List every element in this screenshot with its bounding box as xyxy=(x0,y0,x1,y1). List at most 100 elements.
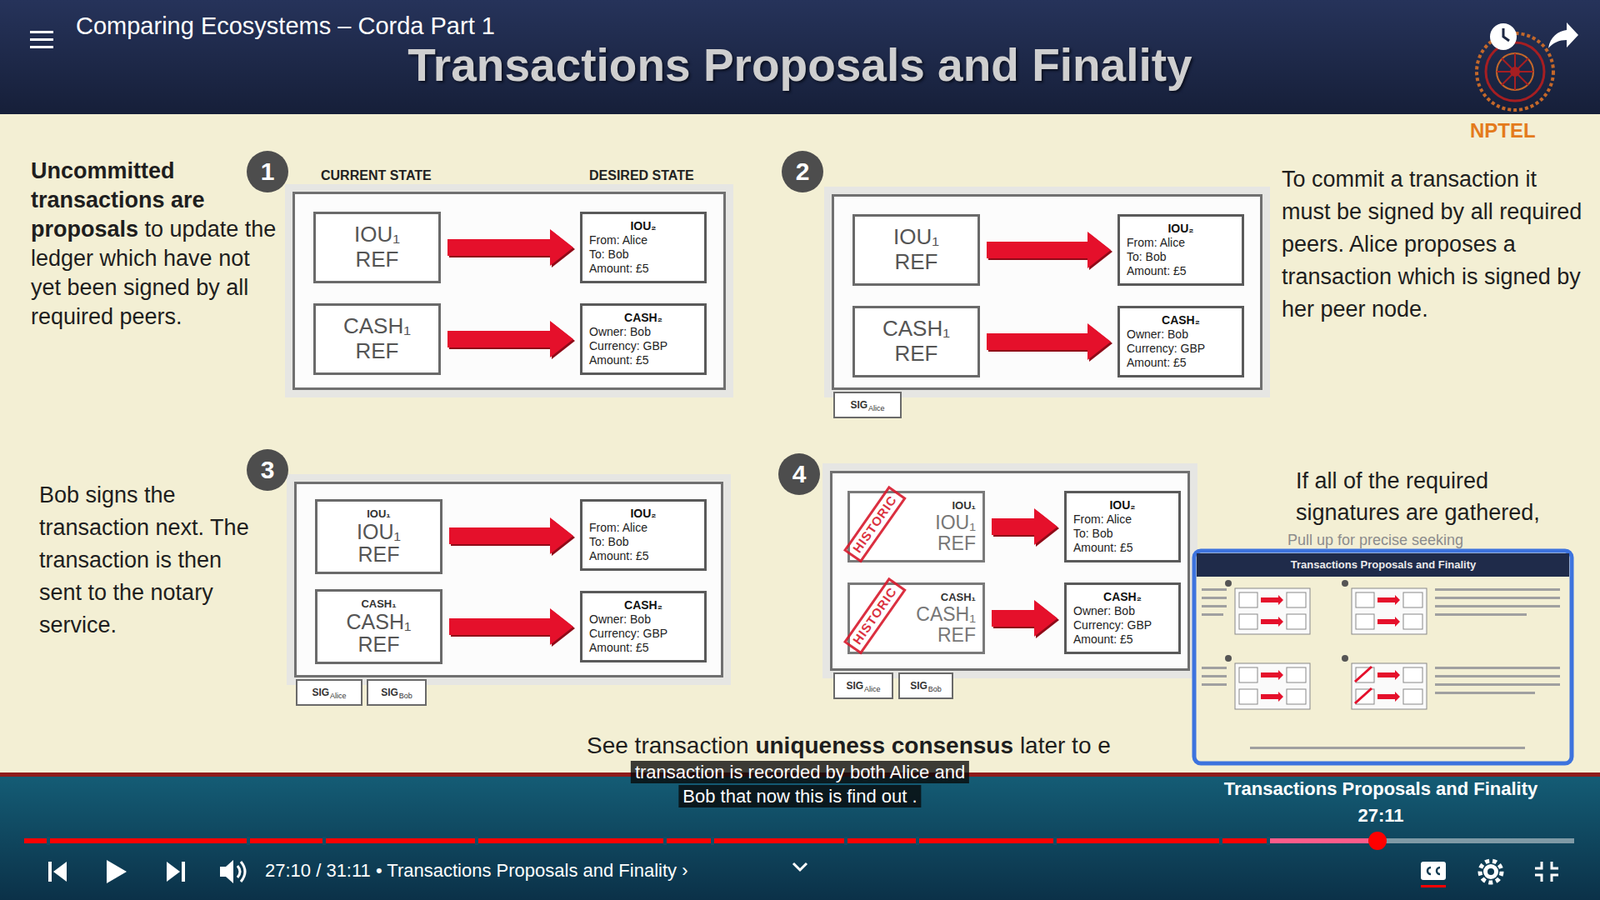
cc-glyph xyxy=(1427,867,1440,875)
preview-thumbnail xyxy=(1194,550,1572,764)
chapter-gap xyxy=(710,836,715,845)
text-line xyxy=(1435,588,1560,591)
state-field: Currency: GBP xyxy=(589,339,698,354)
panel-frame xyxy=(824,186,1270,398)
next-icon xyxy=(181,861,185,882)
mini-panel xyxy=(1341,655,1427,710)
state-field: Amount: £5 xyxy=(1126,264,1235,279)
arrow-shadow xyxy=(450,519,575,556)
chapter-gaps xyxy=(46,836,1270,845)
panel-fill xyxy=(830,470,1190,671)
arrow-body xyxy=(991,600,1058,637)
text-line xyxy=(1201,605,1227,608)
state-field: Owner: Bob xyxy=(589,325,698,340)
state-field: Owner: Bob xyxy=(1126,327,1235,342)
mini-box xyxy=(1403,592,1423,608)
state-header: CASH₂ xyxy=(589,598,698,613)
clock-face xyxy=(1490,23,1517,50)
mini-box xyxy=(1355,667,1375,683)
progress-hover xyxy=(1268,838,1378,844)
state-ref-text: IOU₁ xyxy=(893,225,940,250)
state-header: CASH₂ xyxy=(589,310,698,325)
step-panel: 3IOU₁IOU₁REFIOU₂From: AliceTo: BobAmount… xyxy=(294,481,724,678)
signature-box: SIGBob xyxy=(366,679,427,706)
red-arrow xyxy=(449,517,575,556)
callout-number: 1 xyxy=(246,150,289,193)
volume-icon xyxy=(220,860,234,884)
chapter-chevron xyxy=(793,863,807,870)
thumbnail-text-lines xyxy=(1201,588,1560,750)
description-text: Bob signs the transaction next. The tran… xyxy=(39,479,256,642)
mini-arrow xyxy=(1260,670,1284,680)
thumbnail-title: Transactions Proposals and Finality xyxy=(1290,558,1477,572)
caption-text: later to e xyxy=(1020,732,1111,759)
column-header: DESIRED STATE xyxy=(589,167,695,184)
slide-title: Transactions Proposals and Finality xyxy=(0,41,1600,90)
state-ref-box: CASH₁REF xyxy=(313,303,441,375)
callout-number: 3 xyxy=(246,449,289,491)
mini-box xyxy=(1403,689,1423,705)
chapter-gap xyxy=(915,836,920,845)
signature-text: SIG xyxy=(311,686,330,699)
arrow-body xyxy=(986,323,1111,360)
text-line xyxy=(1201,675,1227,678)
arrow-shadow xyxy=(988,325,1113,362)
signature-subscript: Alice xyxy=(868,404,885,413)
chapter-gap xyxy=(475,836,479,845)
state-header: IOU₁ xyxy=(366,507,391,521)
red-arrow xyxy=(991,508,1060,547)
text-line xyxy=(1435,605,1560,608)
panel-frame xyxy=(285,184,734,398)
prev-icon xyxy=(53,861,67,882)
state-detail-box: IOU₂From: AliceTo: BobAmount: £5 xyxy=(1117,214,1245,286)
state-field: Currency: GBP xyxy=(1126,341,1235,356)
mini-number xyxy=(1225,655,1232,662)
menu-line xyxy=(30,30,54,34)
signature-text: SIG xyxy=(850,399,868,411)
state-field: Amount: £5 xyxy=(1073,632,1172,647)
state-ref-text: REF xyxy=(895,250,939,275)
clock-hands xyxy=(1503,28,1510,41)
text-line xyxy=(1435,683,1560,686)
state-ref-box: CASH₁REF xyxy=(852,305,980,378)
mini-box xyxy=(1286,592,1306,608)
state-header: IOU₂ xyxy=(1126,221,1235,236)
mini-box xyxy=(1235,663,1310,710)
mini-box xyxy=(1286,689,1306,705)
state-header: IOU₂ xyxy=(1073,498,1172,513)
logo-centre xyxy=(1510,66,1520,77)
arrow-shadow xyxy=(993,601,1060,639)
red-arrow xyxy=(447,229,575,268)
red-arrow xyxy=(986,323,1113,362)
state-field: From: Alice xyxy=(589,520,698,535)
state-field: From: Alice xyxy=(589,233,698,248)
state-header: CASH₁ xyxy=(940,590,976,605)
state-ref-text: IOU₁ xyxy=(935,512,976,534)
text-line xyxy=(1201,683,1227,686)
fullscreen-exit-icon xyxy=(1535,861,1559,882)
caption-text: uniqueness consensus xyxy=(755,732,1014,759)
state-detail-box: CASH₂Owner: BobCurrency: GBPAmount: £5 xyxy=(1117,305,1245,378)
logo-ring xyxy=(1496,53,1534,90)
mini-arrow xyxy=(1377,691,1400,702)
thumbnail-header xyxy=(1196,553,1570,577)
mini-box xyxy=(1239,667,1258,683)
chapter-gap xyxy=(322,836,326,845)
settings-hole xyxy=(1487,868,1495,875)
state-ref-box: IOU₁REF xyxy=(852,214,980,286)
mini-box xyxy=(1239,689,1258,705)
tooltip-text: Pull up for precise seeking xyxy=(1287,531,1464,550)
state-header: CASH₁ xyxy=(360,597,396,611)
chapter-gap xyxy=(1266,836,1270,845)
mini-number xyxy=(1341,580,1349,587)
state-detail-box: CASH₂Owner: BobCurrency: GBPAmount: £5 xyxy=(1064,582,1181,655)
mini-box xyxy=(1355,592,1375,608)
settings-teeth xyxy=(1480,860,1502,883)
mini-box xyxy=(1239,592,1258,608)
state-header: IOU₂ xyxy=(589,506,698,521)
state-ref-text: IOU₁ xyxy=(356,520,401,544)
text-line xyxy=(1435,691,1535,695)
state-field: Currency: GBP xyxy=(1073,618,1172,633)
state-field: To: Bob xyxy=(589,535,698,550)
arrow-body xyxy=(449,608,574,645)
